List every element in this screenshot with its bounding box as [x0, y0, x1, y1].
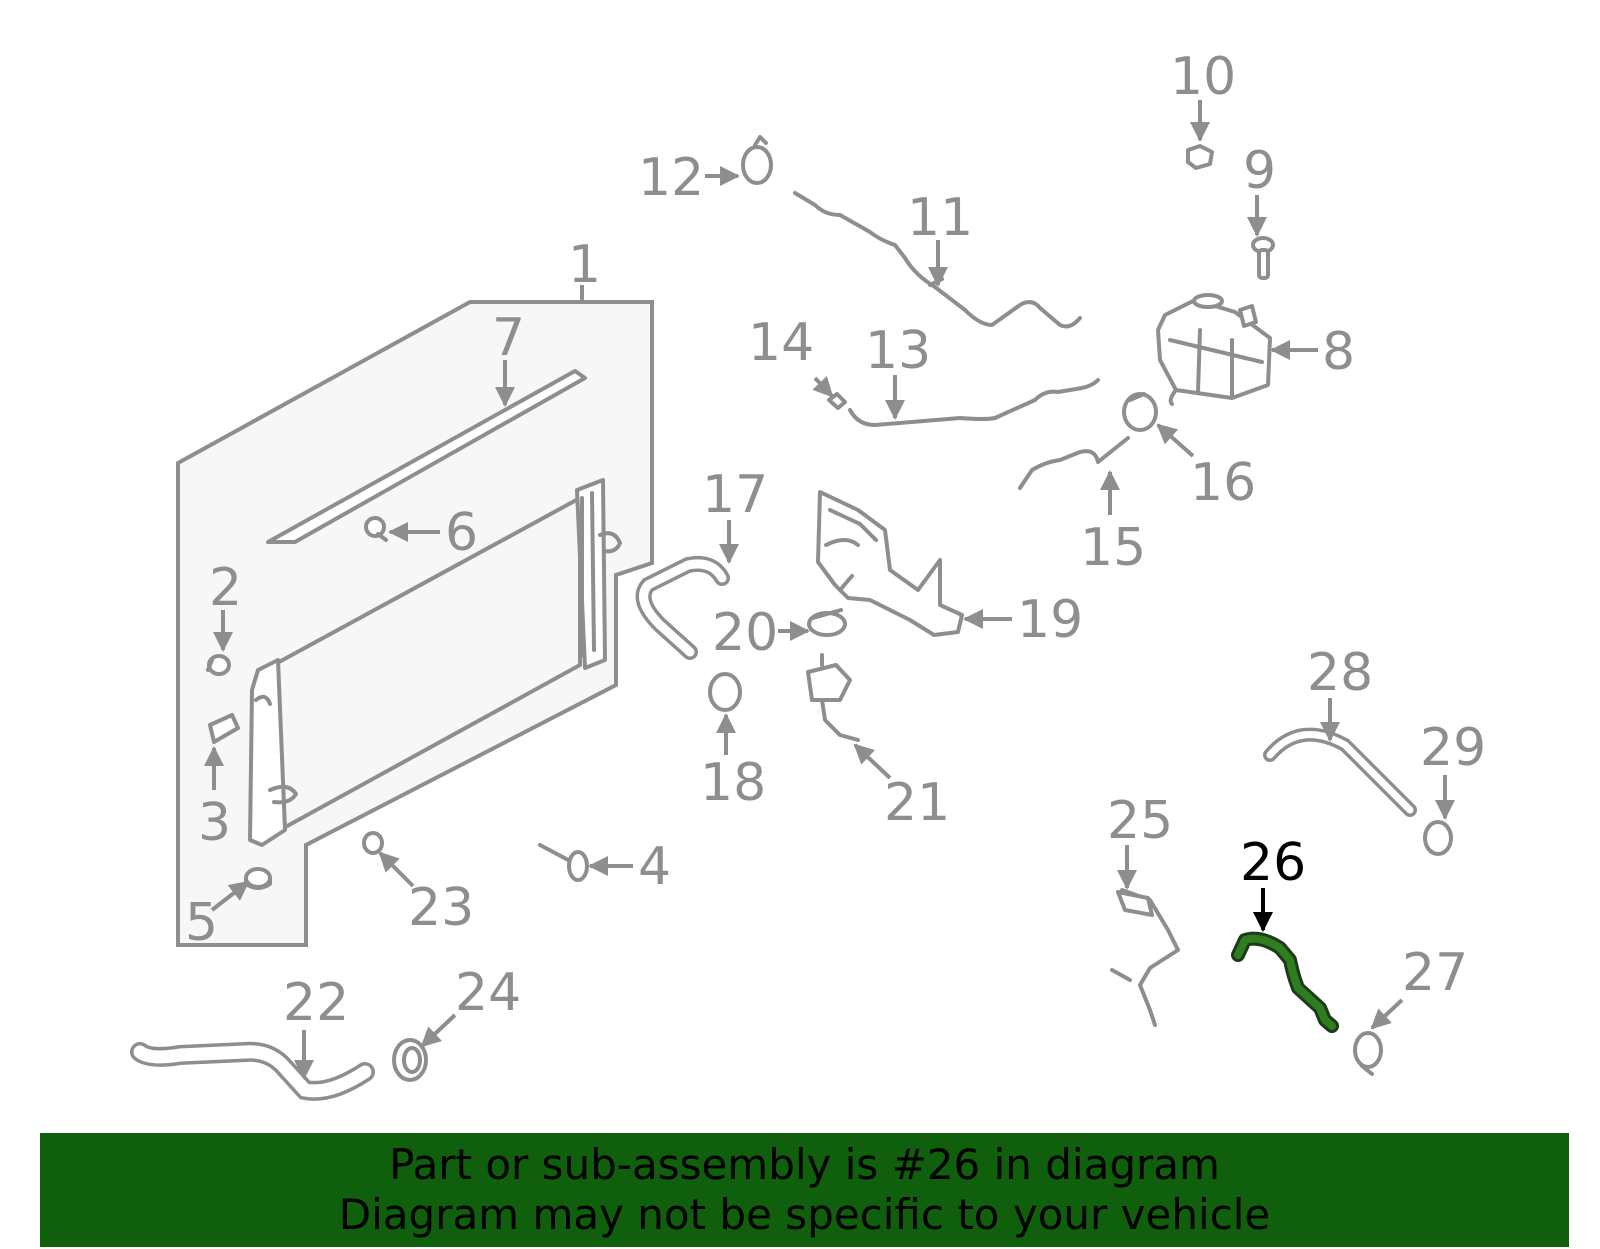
part-24-clamp: [392, 1038, 428, 1082]
callout-9: 9: [1243, 141, 1276, 201]
callout-2: 2: [209, 558, 242, 618]
leader-lines: [204, 100, 1455, 1080]
callout-7: 7: [492, 308, 525, 368]
part-21-valve: [806, 653, 860, 742]
callout-3: 3: [198, 793, 231, 853]
part-5-grommet: [244, 867, 272, 890]
part-19-bracket: [816, 490, 964, 637]
part-3-bracket: [208, 713, 240, 744]
callout-24: 24: [455, 963, 521, 1023]
callout-12: 12: [638, 148, 704, 208]
callout-15: 15: [1080, 518, 1146, 578]
callout-11: 11: [907, 188, 973, 248]
part-1-radiator-assembly: [176, 300, 654, 947]
callout-27: 27: [1402, 943, 1468, 1003]
callout-28: 28: [1307, 643, 1373, 703]
part-11-hose: [793, 191, 1082, 329]
part-22-hose-inner: [133, 1045, 372, 1098]
callout-labels: 1 2 3 4 5 6 7 8 9 10 11 12 13 14 15 16 1…: [185, 47, 1486, 1033]
part-17-hose-inner: [639, 559, 727, 657]
callout-18: 18: [700, 753, 766, 813]
radiator-assembly-panel: [176, 300, 654, 947]
part-18-clamp: [708, 672, 742, 712]
part-7-seal-strip: [266, 369, 587, 544]
part-info-banner: Part or sub-assembly is #26 in diagram D…: [40, 1133, 1569, 1247]
callout-29: 29: [1420, 718, 1486, 778]
callout-20: 20: [712, 603, 778, 663]
callout-21: 21: [884, 773, 950, 833]
part-20-cap: [807, 608, 847, 637]
part-13-hose: [848, 378, 1100, 427]
callout-14: 14: [748, 313, 814, 373]
callout-23: 23: [408, 878, 474, 938]
part-4-bolt: [538, 843, 589, 882]
part-23-washer: [362, 831, 384, 855]
part-28-hose-inner: [1266, 731, 1414, 814]
part-26-hose-fill: [1234, 934, 1336, 1030]
part-12-clamp: [741, 135, 773, 185]
callout-19: 19: [1017, 590, 1083, 650]
callout-10: 10: [1170, 47, 1236, 107]
callout-25: 25: [1107, 791, 1173, 851]
part-9-bolt: [1251, 236, 1275, 280]
part-10-nut: [1186, 144, 1214, 170]
radiator-left-tank: [248, 658, 287, 847]
callout-13: 13: [865, 321, 931, 381]
callout-8: 8: [1322, 322, 1355, 382]
banner-line-2: Diagram may not be specific to your vehi…: [338, 1190, 1271, 1239]
callout-17: 17: [702, 465, 768, 525]
part-6-clip: [364, 516, 388, 542]
callout-1: 1: [568, 235, 601, 295]
part-27-clamp: [1353, 1031, 1383, 1076]
callout-6: 6: [445, 503, 478, 563]
banner-line-1: Part or sub-assembly is #26 in diagram: [389, 1140, 1220, 1189]
callout-26-highlighted: 26: [1240, 833, 1306, 893]
part-29-clamp: [1423, 820, 1453, 856]
part-15-hose: [1018, 436, 1130, 490]
part-14-clip: [827, 392, 847, 410]
callout-16: 16: [1190, 453, 1256, 513]
callout-22: 22: [283, 973, 349, 1033]
part-16-clamp: [1122, 392, 1158, 432]
part-2-clip: [206, 654, 231, 676]
callout-4: 4: [638, 837, 671, 897]
part-25-pipe: [1110, 888, 1180, 1027]
part-8-coolant-reservoir: [1156, 293, 1272, 406]
callout-5: 5: [185, 893, 218, 953]
